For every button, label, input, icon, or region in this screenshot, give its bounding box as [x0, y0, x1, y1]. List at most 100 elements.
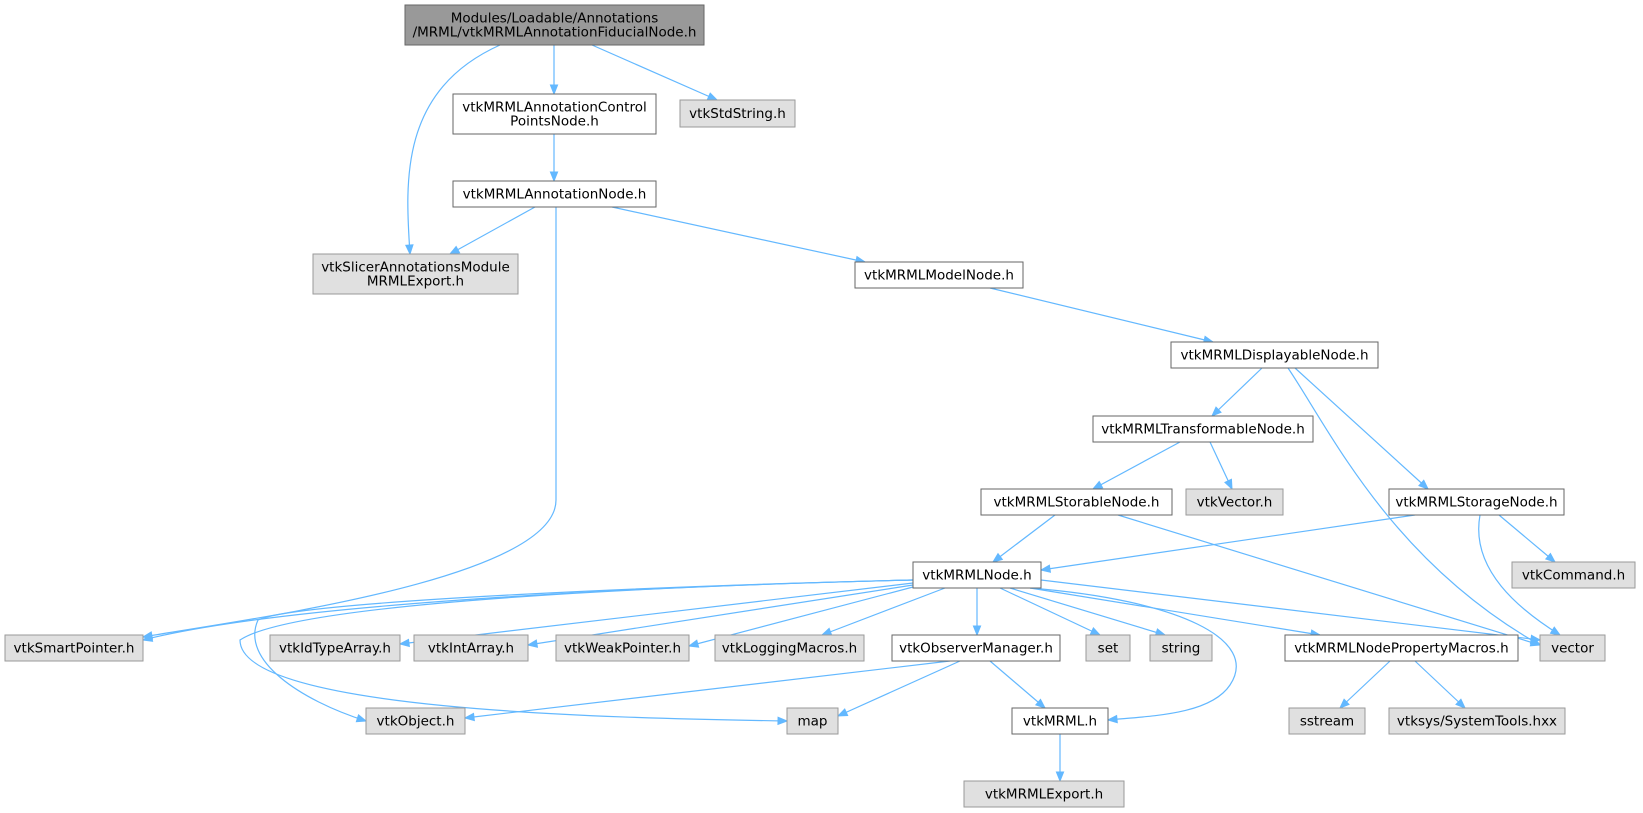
node-label: vtkMRMLExport.h [985, 787, 1103, 803]
node-box [4, 634, 144, 662]
edge-arrowhead [687, 639, 700, 648]
edge-line [821, 587, 946, 636]
edge-arrowhead [1339, 698, 1350, 709]
node-box[interactable] [891, 634, 1061, 662]
edge-line [992, 514, 1056, 563]
node-box[interactable] [404, 4, 705, 46]
node-storable[interactable]: vtkMRMLStorableNode.h [980, 488, 1173, 516]
node-annnode[interactable]: vtkMRMLAnnotationNode.h [452, 180, 657, 208]
edge-root-to-slicerexport [405, 44, 501, 256]
edge-arrowhead [526, 639, 539, 648]
node-label: vtkMRMLAnnotationNode.h [463, 187, 647, 203]
node-box [555, 634, 690, 662]
edge-line [837, 660, 961, 717]
edge-modelnode-to-displayable [989, 287, 1215, 344]
node-label: vtkMRMLStorageNode.h [1395, 495, 1557, 511]
edge-mrmlnode-to-vtkmrml [1029, 587, 1237, 724]
node-logging: vtkLoggingMacros.h [714, 634, 865, 662]
node-smartptr: vtkSmartPointer.h [4, 634, 144, 662]
node-label: vtkCommand.h [1522, 568, 1625, 584]
node-string: string [1149, 634, 1213, 662]
node-box [1185, 488, 1284, 516]
node-systemtools: vtksys/SystemTools.hxx [1388, 707, 1566, 735]
node-vtkmrml[interactable]: vtkMRML.h [1011, 707, 1109, 735]
node-box[interactable] [980, 488, 1173, 516]
edge-arrowhead [549, 171, 559, 183]
edge-line [1339, 660, 1391, 709]
node-stdstring: vtkStdString.h [679, 99, 796, 128]
node-box[interactable] [452, 180, 657, 208]
node-vtkvector: vtkVector.h [1185, 488, 1284, 516]
node-box[interactable] [1388, 488, 1565, 516]
edge-observer-to-vtkmrml [989, 660, 1047, 709]
edge-line [611, 206, 866, 263]
node-sstream: sstream [1288, 707, 1366, 735]
node-box[interactable] [1170, 341, 1379, 369]
edge-line [1294, 367, 1429, 490]
node-vector: vector [1539, 634, 1606, 662]
edge-propmacros-to-systemtools [1414, 660, 1466, 709]
node-label: Modules/Loadable/Annotations [451, 11, 659, 27]
node-label: vtkMRMLDisplayableNode.h [1180, 348, 1368, 364]
edge-line [1478, 514, 1561, 636]
node-box [963, 780, 1125, 808]
node-observer[interactable]: vtkObserverManager.h [891, 634, 1061, 662]
edge-arrowhead [448, 245, 461, 255]
edge-line [989, 287, 1214, 343]
node-root[interactable]: Modules/Loadable/Annotations/MRML/vtkMRM… [404, 4, 705, 46]
node-modelnode[interactable]: vtkMRMLModelNode.h [854, 261, 1024, 289]
edge-line [1040, 579, 1541, 641]
node-propmacros[interactable]: vtkMRMLNodePropertyMacros.h [1284, 634, 1519, 662]
edge-ctrlpts-to-annnode [549, 134, 559, 183]
edge-storage-to-command [1498, 514, 1557, 563]
edge-line [1414, 660, 1466, 709]
node-transformable[interactable]: vtkMRMLTransformableNode.h [1092, 415, 1314, 443]
edge-line [1211, 367, 1263, 417]
edge-annnode-to-modelnode [611, 206, 867, 265]
node-label: vtkLoggingMacros.h [722, 641, 857, 657]
node-label: vtkSlicerAnnotationsModule [321, 260, 510, 276]
node-box[interactable] [452, 93, 657, 135]
node-box[interactable] [912, 561, 1042, 589]
edge-line [989, 660, 1046, 709]
node-box[interactable] [854, 261, 1024, 289]
edge-mrmlnode-to-map [239, 579, 914, 726]
node-label: sstream [1300, 714, 1354, 730]
edge-arrowhead [463, 712, 475, 722]
node-box [1149, 634, 1213, 662]
edge-root-to-ctrlpts [549, 45, 559, 96]
edge-line [1287, 367, 1541, 646]
node-box[interactable] [1092, 415, 1314, 443]
node-intarray: vtkIntArray.h [413, 634, 529, 662]
node-label: vtkMRMLAnnotationControl [462, 100, 646, 116]
node-label: vtkMRMLNodePropertyMacros.h [1294, 641, 1508, 657]
edge-root-to-stdstring [591, 44, 719, 101]
edge-observer-to-vtkobject [463, 660, 951, 722]
edge-storable-to-vector [1117, 514, 1542, 647]
edge-arrowhead [1455, 698, 1466, 709]
edge-observer-to-map [836, 660, 961, 717]
edge-line [1498, 514, 1556, 563]
node-weakptr: vtkWeakPointer.h [555, 634, 690, 662]
edge-line [464, 660, 951, 719]
node-box[interactable] [1284, 634, 1519, 662]
edge-arrowhead [820, 627, 833, 636]
edge-mrmlnode-to-string [1009, 587, 1167, 637]
node-box [1511, 561, 1636, 589]
dependency-edges [141, 44, 1562, 783]
edge-arrowhead [1544, 552, 1557, 563]
edge-line [239, 579, 914, 722]
edge-line [1029, 587, 1237, 721]
node-storage[interactable]: vtkMRMLStorageNode.h [1388, 488, 1565, 516]
edge-arrowhead [1091, 480, 1104, 490]
node-box[interactable] [1011, 707, 1109, 735]
node-displayable[interactable]: vtkMRMLDisplayableNode.h [1170, 341, 1379, 369]
node-mrmlexport: vtkMRMLExport.h [963, 780, 1125, 808]
node-label: vtkMRMLModelNode.h [864, 268, 1014, 284]
edge-storable-to-mrmlnode [991, 514, 1056, 563]
edge-line [449, 206, 536, 255]
node-label: vtkObject.h [377, 714, 455, 730]
node-mrmlnode[interactable]: vtkMRMLNode.h [912, 561, 1042, 589]
